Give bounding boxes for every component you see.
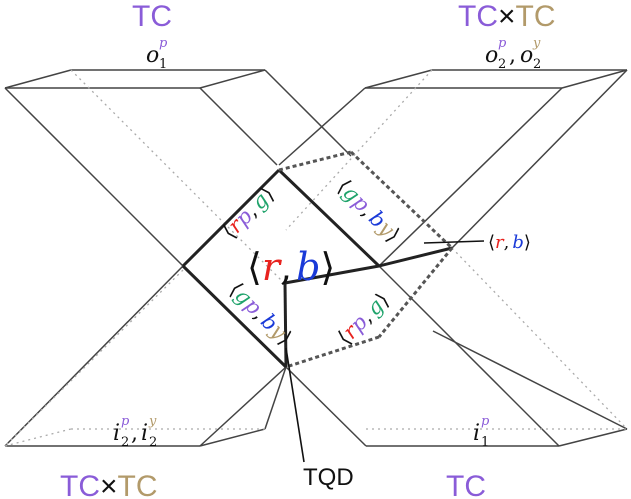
r: r: [262, 245, 283, 289]
label-o2p-o2y: o 2 p , o 2 y: [485, 36, 541, 72]
angle-close: ⟩: [320, 245, 335, 289]
o2-sup-p: p: [498, 36, 507, 51]
comma: ,: [280, 245, 292, 289]
i1-sub: 1: [481, 435, 489, 450]
label-tqd: TQD: [303, 464, 354, 491]
angle-open: ⟨: [488, 232, 495, 253]
i2-sub: 2: [121, 435, 129, 450]
label-rp-g-upper: ⟨rp,g⟩: [218, 182, 280, 244]
o2-base: o: [485, 43, 498, 68]
label-rp-g-lower: ⟨rp,g⟩: [333, 288, 395, 350]
i2-sup-y: y: [148, 414, 157, 429]
i1-sup: p: [481, 414, 490, 429]
i2-sup-p: p: [121, 414, 130, 429]
tqd-leader: [285, 347, 305, 463]
right-slab: [4, 69, 628, 447]
angle-open: ⟨: [247, 245, 262, 289]
o1-sub: 1: [159, 57, 167, 72]
tc-a: TC: [458, 0, 498, 33]
label-gp-by-upper: ⟨gp,by⟩: [332, 175, 404, 247]
tqd-diamond: [181, 150, 454, 369]
i2-base-2: i: [141, 421, 148, 446]
b: b: [296, 245, 320, 289]
angle-close: ⟩: [524, 232, 531, 253]
i2-comma: ,: [131, 421, 138, 446]
i1-base: i: [473, 421, 480, 446]
label-tc-x-tc-bottom-left: TC×TC: [60, 470, 158, 499]
times-sign: ×: [498, 0, 516, 33]
i2-base: i: [113, 421, 120, 446]
svg-text:⟨rp,g⟩: ⟨rp,g⟩: [333, 288, 395, 350]
label-i2p-i2y: i 2 p , i 2 y: [113, 414, 157, 450]
i2-sub-2: 2: [149, 435, 157, 450]
r: r: [495, 232, 505, 253]
o2-sub-2: 2: [533, 57, 541, 72]
callout-leader-rb: [423, 240, 485, 244]
svg-text:⟨gp,by⟩: ⟨gp,by⟩: [332, 175, 404, 247]
tc-a: TC: [60, 470, 100, 499]
left-slab: [4, 69, 628, 447]
label-tc-x-tc-top-right: TC×TC: [458, 0, 556, 33]
label-tc-bottom-right: TC: [446, 470, 486, 499]
o2-comma: ,: [509, 43, 516, 68]
label-tc-top-left: TC: [132, 0, 172, 33]
callout-r-b: ⟨r,b⟩: [488, 232, 531, 253]
times-sign: ×: [100, 470, 118, 499]
o1-base: o: [146, 43, 159, 68]
o2-sup-y: y: [532, 36, 541, 51]
comma: ,: [504, 232, 510, 253]
tc-b: TC: [118, 470, 158, 499]
label-center-r-b: ⟨r,b⟩: [247, 245, 335, 289]
o2-sub: 2: [498, 57, 506, 72]
o2-base-2: o: [520, 43, 533, 68]
b: b: [512, 232, 524, 253]
label-o1p: o 1 p: [146, 36, 168, 72]
tc-b: TC: [516, 0, 556, 33]
o1-sup: p: [159, 36, 168, 51]
label-i1p: i 1 p: [473, 414, 490, 450]
svg-text:⟨rp,g⟩: ⟨rp,g⟩: [218, 182, 280, 244]
